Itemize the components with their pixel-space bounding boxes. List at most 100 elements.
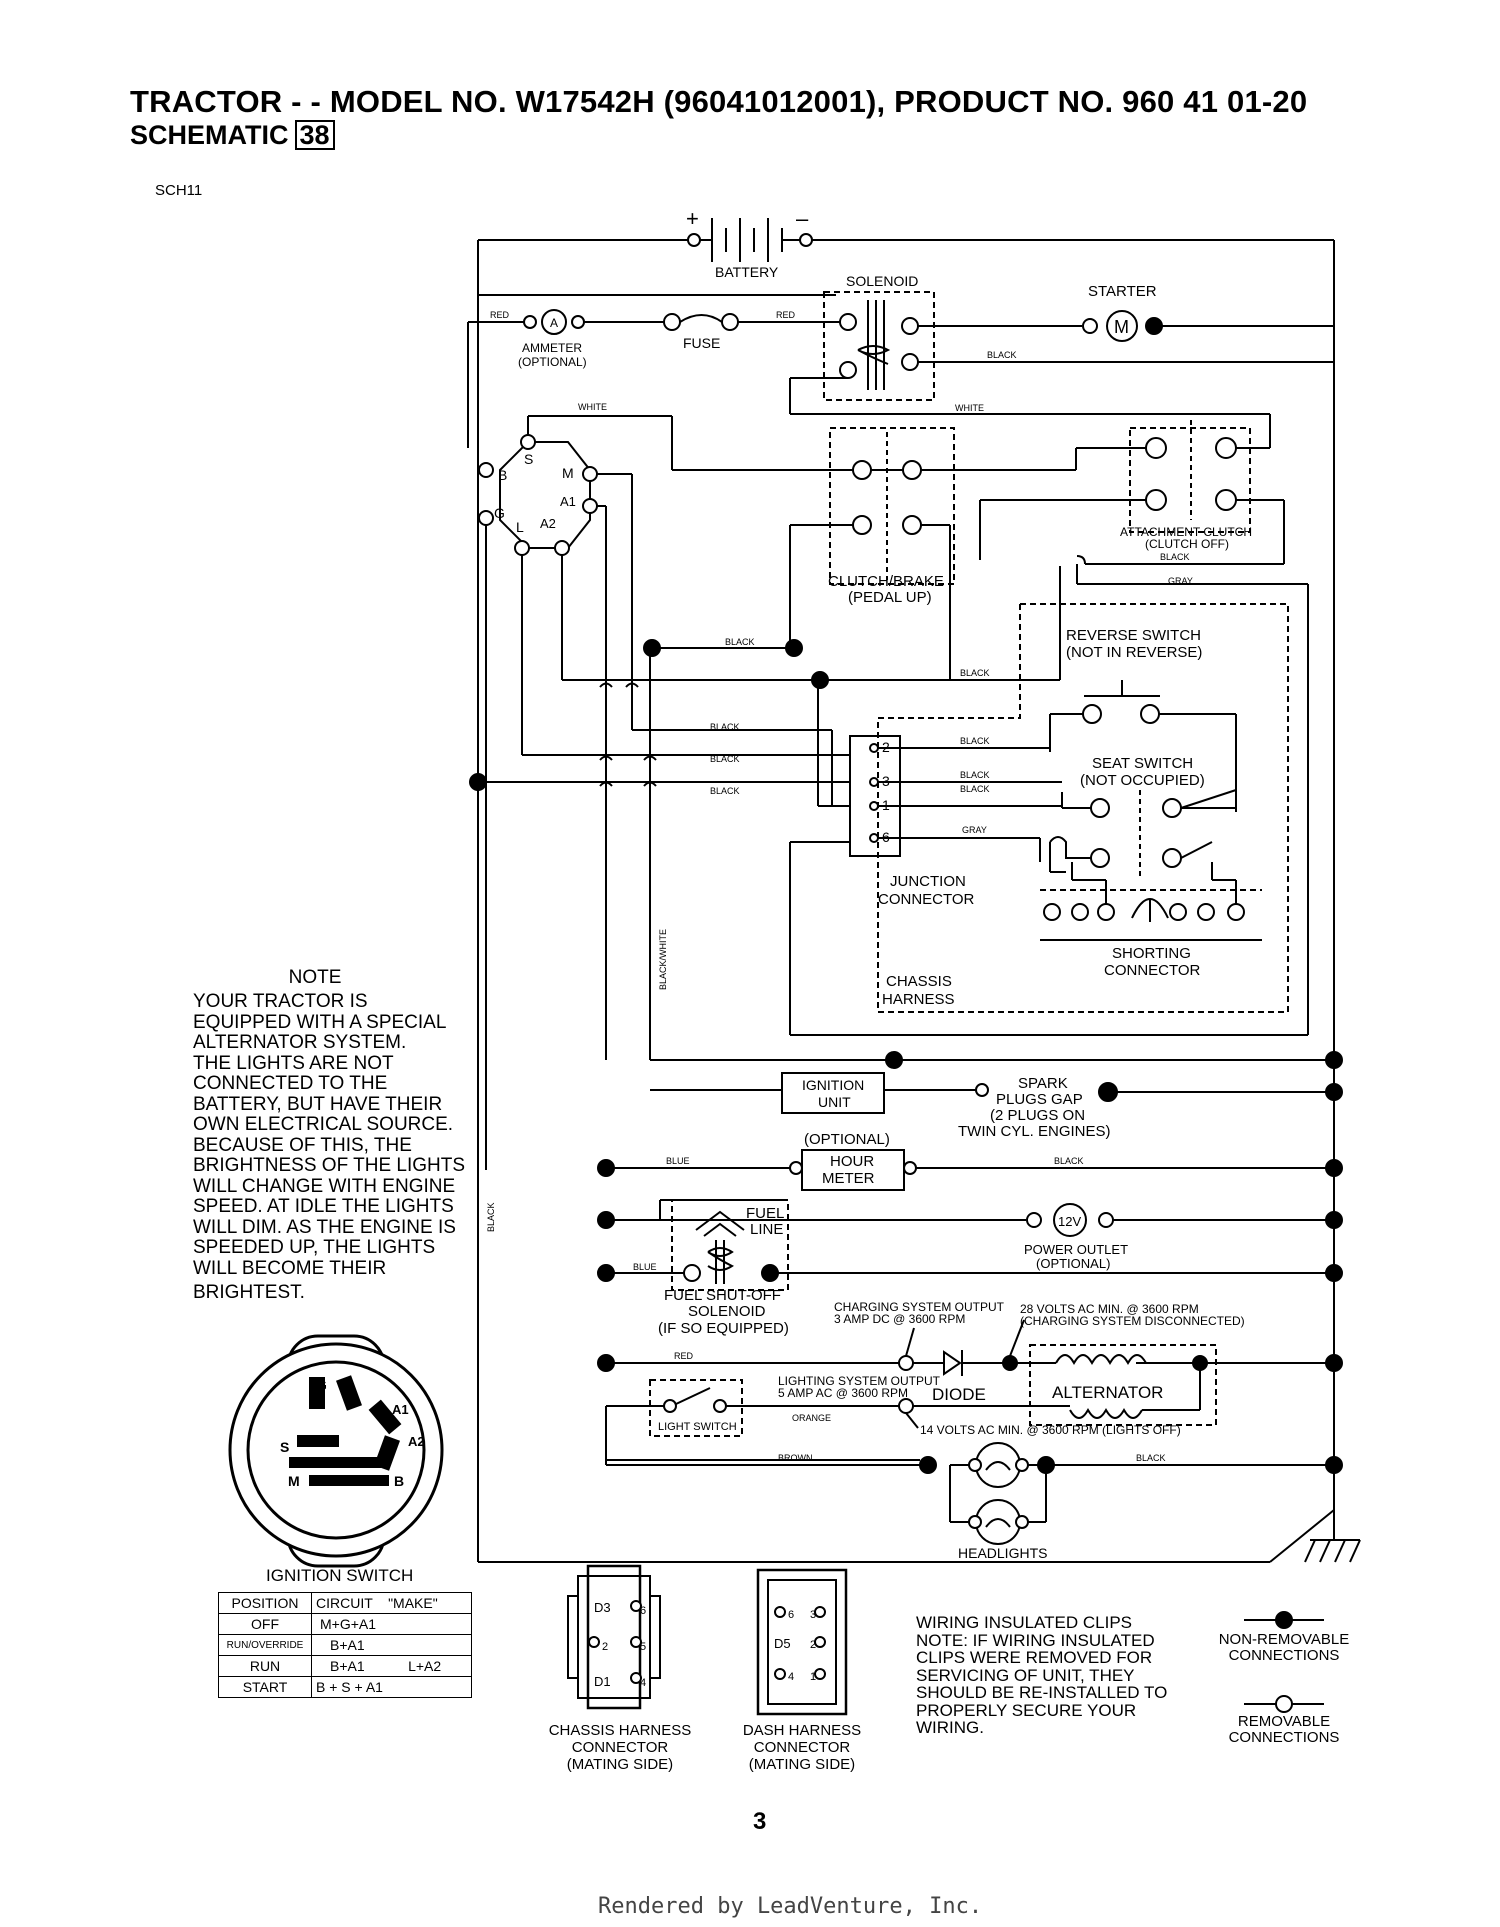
power-outlet-symbol: 12V bbox=[1058, 1214, 1081, 1229]
headlights: HEADLIGHTS bbox=[919, 1442, 1055, 1561]
wiring-note-line: WIRING. bbox=[916, 1718, 984, 1737]
fuel-line-label-1: FUEL bbox=[746, 1205, 784, 1222]
chassis-harness-label-1: CHASSIS bbox=[886, 973, 952, 990]
spark-label-1: SPARK bbox=[1018, 1075, 1068, 1092]
battery-minus: – bbox=[796, 206, 809, 231]
terminal-l: L bbox=[516, 519, 524, 535]
wiring-note-line: WIRING INSULATED CLIPS bbox=[916, 1613, 1132, 1632]
schematic-number: 38 bbox=[294, 120, 335, 150]
shorting-connector-label-2: CONNECTOR bbox=[1104, 962, 1201, 979]
lighting-output-label-1: LIGHTING SYSTEM OUTPUT bbox=[778, 1374, 941, 1388]
wire-black-label: BLACK bbox=[725, 637, 755, 647]
solenoid: SOLENOID bbox=[823, 273, 935, 401]
wire-black-label: BLACK bbox=[987, 350, 1017, 360]
table-row: RUN/OVERRIDE B+A1 bbox=[218, 1634, 472, 1656]
wire-black-label: BLACK bbox=[710, 754, 740, 764]
alternator-note: YOUR TRACTOR IS EQUIPPED WITH A SPECIAL … bbox=[193, 991, 483, 1304]
table-row: RUN B+A1 L+A2 bbox=[218, 1655, 473, 1677]
wire-black-label: BLACK bbox=[710, 722, 740, 732]
seat-switch-label: SEAT SWITCH bbox=[1092, 755, 1193, 772]
lighting-output-label-2: 5 AMP AC @ 3600 RPM bbox=[778, 1386, 908, 1400]
note-line: SPEEDED UP, THE LIGHTS bbox=[193, 1237, 436, 1258]
legend-removable-symbol bbox=[1244, 1695, 1324, 1713]
ammeter: A AMMETER (OPTIONAL) bbox=[518, 309, 587, 369]
table-cell: START bbox=[218, 1676, 312, 1698]
wire-red-label: RED bbox=[674, 1351, 694, 1361]
ammeter-optional: (OPTIONAL) bbox=[518, 355, 587, 369]
seat-switch: SEAT SWITCH (NOT OCCUPIED) bbox=[1080, 755, 1205, 880]
wiring-note-line: NOTE: IF WIRING INSULATED bbox=[916, 1630, 1155, 1650]
wire-gray-label: GRAY bbox=[1168, 576, 1193, 586]
ignition-unit-label-2: UNIT bbox=[818, 1094, 851, 1110]
wire-black-label: BLACK bbox=[1054, 1156, 1084, 1166]
note-line: BATTERY, BUT HAVE THEIR bbox=[193, 1093, 443, 1115]
footer-credit: Rendered by LeadVenture, Inc. bbox=[598, 1894, 983, 1919]
shorting-connector-label-1: SHORTING bbox=[1112, 945, 1191, 962]
wire-red-label: RED bbox=[490, 310, 510, 320]
chassis-connector-caption: CHASSIS HARNESS CONNECTOR (MATING SIDE) bbox=[530, 1722, 710, 1773]
shorting-connector: SHORTING CONNECTOR bbox=[1040, 862, 1262, 979]
chassis-pin: D1 bbox=[594, 1674, 611, 1689]
note-line: THE LIGHTS ARE NOT bbox=[193, 1052, 394, 1074]
fuse-label: FUSE bbox=[683, 335, 720, 351]
legend-removable: REMOVABLE CONNECTIONS bbox=[1194, 1714, 1374, 1746]
ignition-switch-terminals: B S M G L A1 A2 bbox=[478, 434, 598, 556]
caption-line: DASH HARNESS bbox=[742, 1722, 862, 1739]
chassis-harness-connector: D3 6 2 5 D1 4 bbox=[567, 1564, 661, 1710]
ammeter-symbol: A bbox=[550, 316, 558, 330]
note-line: BECAUSE OF THIS, THE bbox=[193, 1134, 412, 1156]
terminal-g: G bbox=[494, 505, 505, 521]
legend-line: REMOVABLE bbox=[1237, 1713, 1331, 1730]
junction-connector-label-2: CONNECTOR bbox=[878, 891, 975, 908]
face-label-a1: A1 bbox=[392, 1402, 409, 1417]
schematic-label-text: SCHEMATIC bbox=[130, 120, 289, 150]
motor-symbol: M bbox=[1114, 317, 1129, 337]
chassis-pin: 6 bbox=[640, 1605, 646, 1617]
clutch-brake-label: CLUTCH/BRAKE bbox=[828, 573, 944, 590]
face-label-l: L bbox=[340, 1377, 349, 1393]
spark-label-2: PLUGS GAP bbox=[996, 1091, 1083, 1108]
wire-white-label: WHITE bbox=[578, 402, 607, 412]
terminal-b: B bbox=[498, 467, 507, 483]
wiring-note-line: SERVICING OF UNIT, THEY bbox=[916, 1665, 1135, 1685]
caption-line: (MATING SIDE) bbox=[748, 1756, 856, 1773]
seat-switch-sub: (NOT OCCUPIED) bbox=[1080, 772, 1205, 789]
ignition-unit-label-1: IGNITION bbox=[802, 1077, 864, 1093]
note-title: NOTE bbox=[288, 967, 342, 988]
fuel-shutoff-solenoid: FUEL LINE FUEL SHUT-OFF SOLENOID (IF SO … bbox=[658, 1199, 789, 1337]
power-outlet: 12V POWER OUTLET (OPTIONAL) bbox=[1024, 1203, 1128, 1271]
dash-connector-caption: DASH HARNESS CONNECTOR (MATING SIDE) bbox=[712, 1722, 892, 1773]
note-line: BRIGHTNESS OF THE LIGHTS bbox=[193, 1155, 466, 1176]
ground-symbol bbox=[1304, 1539, 1361, 1563]
hour-meter-optional: (OPTIONAL) bbox=[804, 1131, 890, 1148]
battery-label: BATTERY bbox=[715, 264, 779, 280]
wire-brown-label: BROWN bbox=[778, 1453, 813, 1463]
ammeter-label: AMMETER bbox=[522, 341, 582, 355]
terminal-a2: A2 bbox=[540, 516, 556, 531]
hour-meter-label-1: HOUR bbox=[830, 1153, 874, 1170]
wire-black-label: BLACK bbox=[960, 668, 990, 678]
wire-black-label: BLACK bbox=[960, 736, 990, 746]
table-header: POSITION bbox=[218, 1592, 312, 1614]
dash-pin: 1 bbox=[810, 1671, 816, 1683]
note-line: WILL BECOME THEIR bbox=[193, 1257, 387, 1279]
face-label-g: G bbox=[316, 1377, 327, 1393]
battery-plus: + bbox=[686, 206, 699, 231]
attachment-clutch-switch: ATTACHMENT CLUTCH (CLUTCH OFF) bbox=[1120, 420, 1252, 551]
dash-pin: D5 bbox=[774, 1636, 791, 1651]
diode: DIODE bbox=[932, 1350, 986, 1404]
face-label-a2: A2 bbox=[408, 1434, 425, 1449]
wire-black-label: BLACK bbox=[960, 784, 990, 794]
dash-pin: 6 bbox=[788, 1609, 794, 1621]
reverse-switch: REVERSE SWITCH (NOT IN REVERSE) bbox=[1066, 627, 1202, 724]
page-title: TRACTOR - - MODEL NO. W17542H (960410120… bbox=[130, 84, 1308, 119]
table-cell: L+A2 bbox=[404, 1655, 473, 1677]
table-cell: B + S + A1 bbox=[311, 1676, 472, 1698]
wire-black-label: BLACK bbox=[710, 786, 740, 796]
diode-label: DIODE bbox=[932, 1385, 986, 1404]
attachment-clutch-label: ATTACHMENT CLUTCH bbox=[1120, 525, 1252, 539]
volts28-label-2: (CHARGING SYSTEM DISCONNECTED) bbox=[1020, 1314, 1245, 1328]
note-line: CONNECTED TO THE bbox=[193, 1073, 388, 1094]
wire-black-white-label: BLACK/WHITE bbox=[658, 929, 668, 990]
face-label-m: M bbox=[288, 1473, 300, 1489]
